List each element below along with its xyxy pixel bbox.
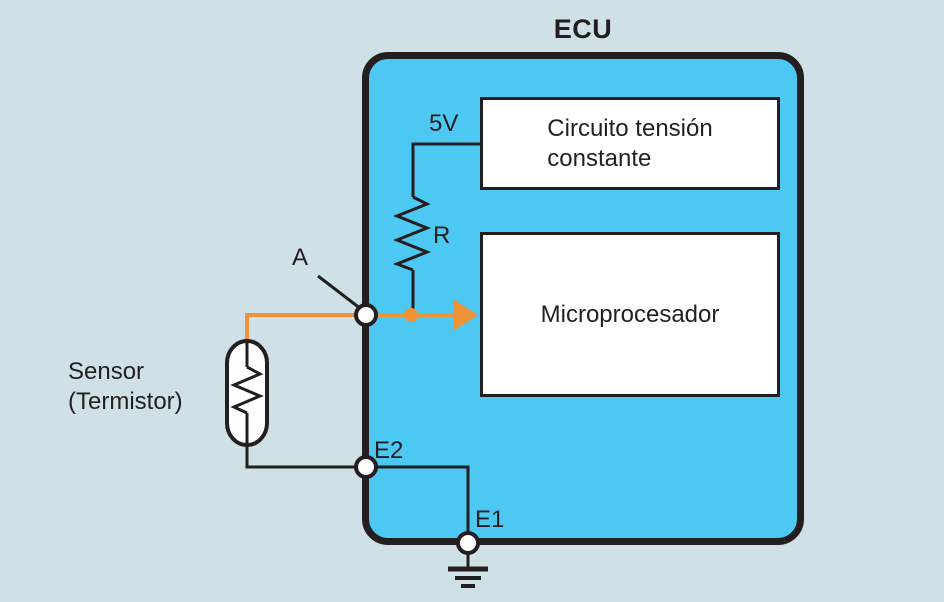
ground-return-wire [245,445,470,535]
terminal-a-pointer-line [317,274,362,311]
terminal-a-label: A [292,244,309,271]
sensor-label-line2: (Termistor) [68,388,183,415]
microprocessor-block: Microprocesador [480,232,780,397]
terminal-e1-label: E1 [475,506,505,533]
junction-dot [404,308,418,322]
sensor-label: Sensor (Termistor) [68,357,183,417]
constant-voltage-circuit-label: Circuito tensión constante [547,114,713,172]
terminal-a-circle [354,303,378,327]
terminal-e1-circle [456,531,480,555]
resistor-symbol [392,195,432,272]
supply-voltage-label: 5V [429,110,459,137]
signal-arrowhead [453,299,478,331]
constant-voltage-circuit-block: Circuito tensión constante [480,97,780,190]
ecu-title: ECU [553,14,613,44]
signal-wire [245,313,454,341]
microprocessor-label: Microprocesador [540,300,720,328]
resistor-label: R [433,222,451,249]
sensor-label-line1: Sensor [68,358,145,385]
terminal-e2-circle [354,455,378,479]
thermistor-zigzag [230,365,264,415]
supply-wire [411,142,480,197]
terminal-e2-label: E2 [374,437,404,464]
